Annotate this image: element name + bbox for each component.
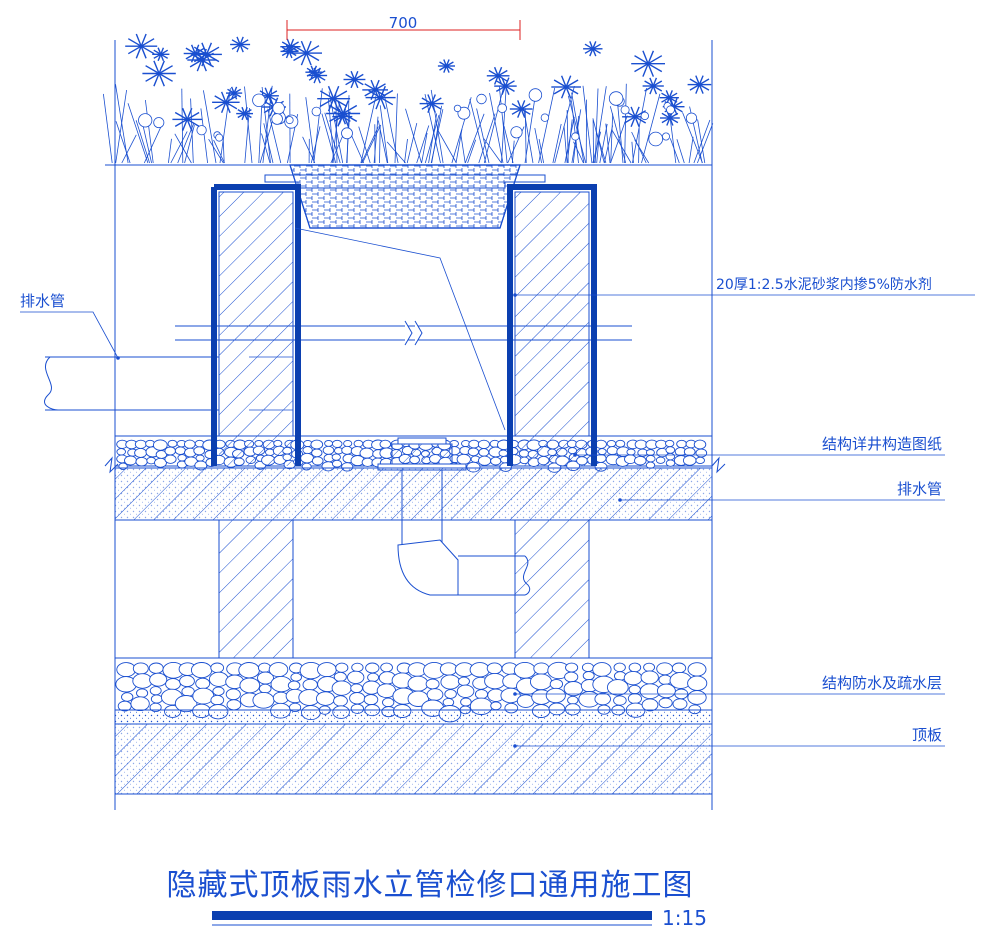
label-left-pipe: 排水管 — [20, 292, 65, 310]
label-drain-pipe: 排水管 — [897, 480, 942, 498]
label-mortar: 20厚1:2.5水泥砂浆内掺5%防水剂 — [716, 276, 932, 293]
drain-pipe-elbow — [397, 470, 531, 596]
title-underline-thick — [212, 911, 652, 920]
label-roof-slab: 顶板 — [912, 726, 942, 744]
label-structure-ref: 结构详井构造图纸 — [822, 435, 942, 453]
inspection-cover — [264, 164, 546, 229]
leader-lines — [20, 227, 975, 748]
label-waterproof-layer: 结构防水及疏水层 — [822, 674, 942, 692]
dimension-label: 700 — [389, 14, 418, 32]
drawing-title: 隐藏式顶板雨水立管检修口通用施工图 — [167, 868, 694, 903]
dimension-700: 700 — [286, 14, 521, 40]
planting-layer — [103, 33, 714, 164]
left-drain-pipe — [44, 356, 293, 411]
drawing-scale: 1:15 — [662, 906, 707, 930]
